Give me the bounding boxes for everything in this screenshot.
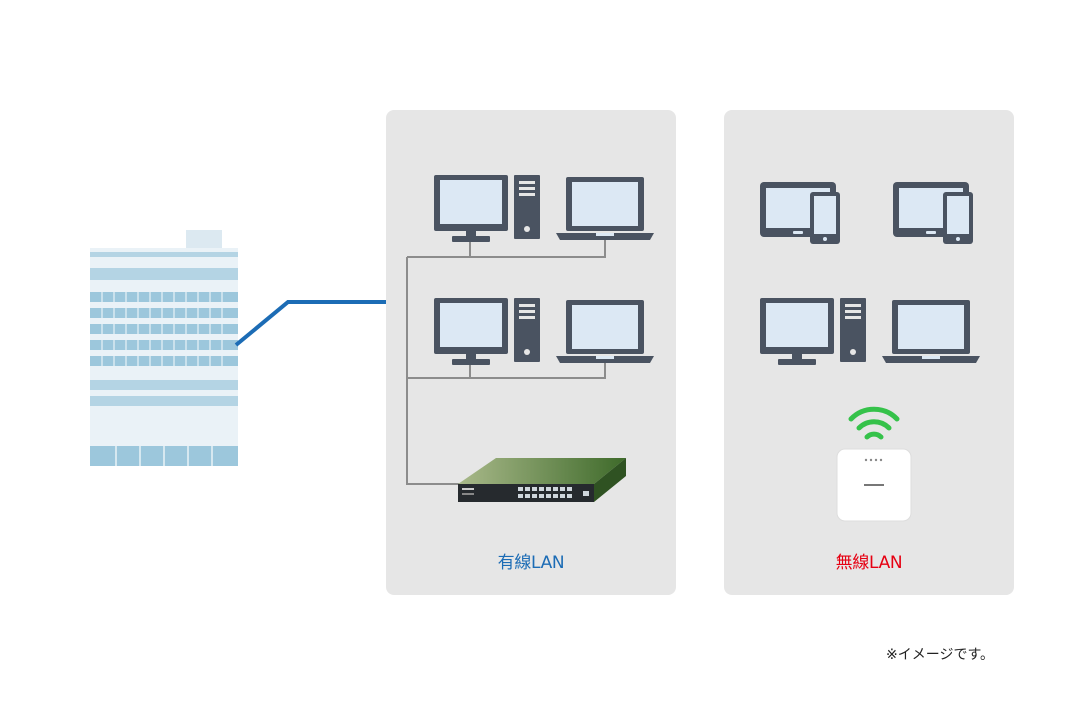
wired-lan-label: 有線LAN: [497, 553, 565, 573]
wireless-access-point-icon: [836, 448, 912, 522]
tablet-and-phone-icon: [893, 182, 973, 244]
wireless-lan-panel: 無線LAN: [724, 110, 1014, 595]
laptop-icon: [556, 300, 654, 363]
wifi-signal-icon: [848, 406, 900, 440]
footnote: ※イメージです。: [886, 647, 995, 663]
wired-network-lines: [406, 237, 606, 485]
wireless-lan-label: 無線LAN: [835, 553, 903, 573]
desktop-pc-icon: [434, 298, 540, 365]
wired-lan-panel: 有線LAN: [386, 110, 676, 595]
office-building-icon: [88, 230, 240, 468]
desktop-pc-icon: [760, 298, 866, 365]
laptop-icon: [882, 300, 980, 363]
tablet-and-phone-icon: [760, 182, 840, 244]
desktop-pc-icon: [434, 175, 540, 242]
network-switch-icon: [458, 458, 626, 502]
uplink-cable: [234, 300, 388, 347]
laptop-icon: [556, 177, 654, 240]
